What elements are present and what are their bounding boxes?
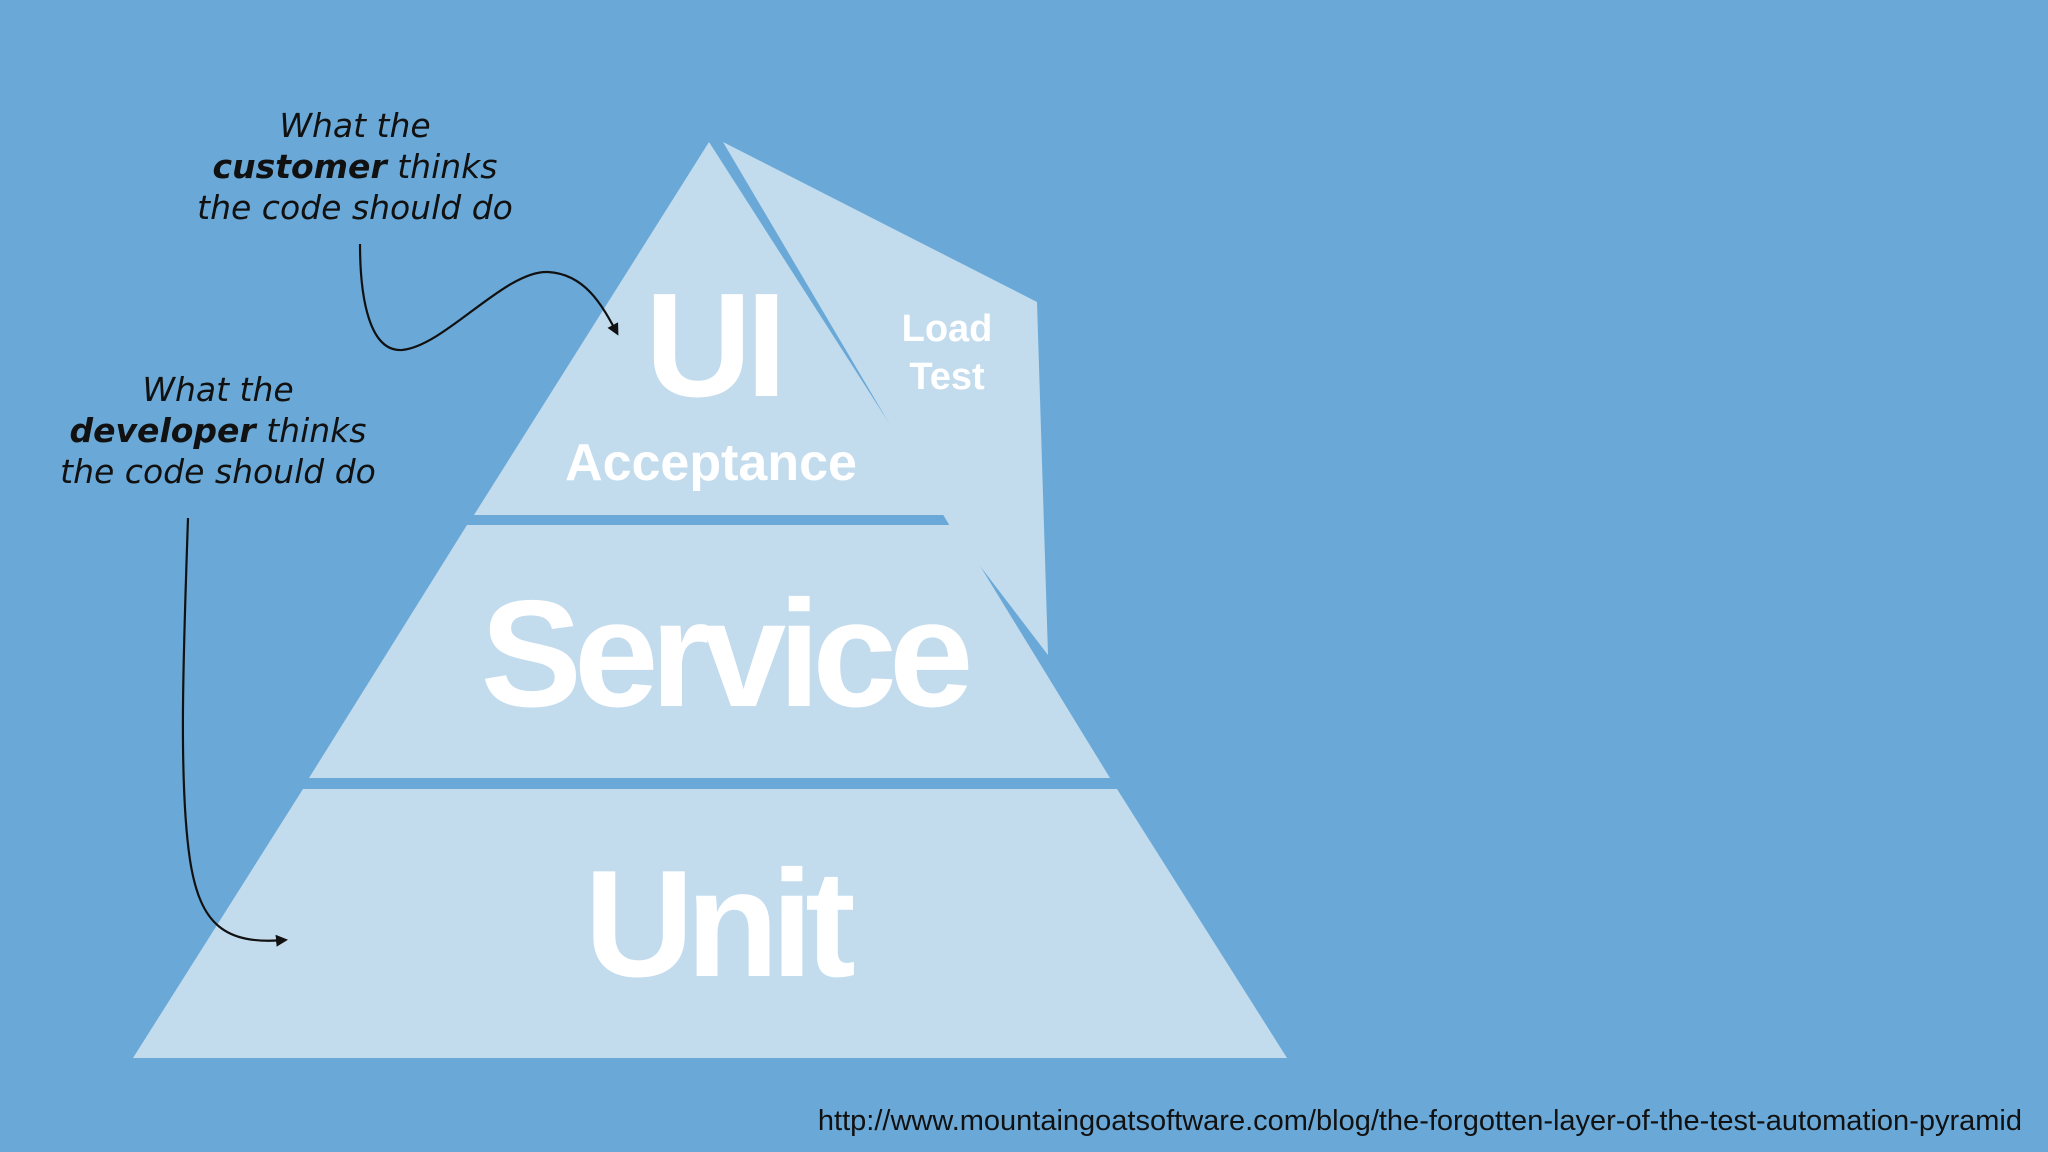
load-test-face [723, 142, 1048, 655]
customer-note-line2-rest: thinks [387, 147, 498, 186]
developer-annotation: What the developer thinks the code shoul… [60, 370, 376, 947]
service-label: Service [481, 569, 969, 739]
pyramid-layer-service [309, 525, 1110, 778]
developer-arrow [181, 517, 288, 947]
customer-annotation: What the customer thinks the code should… [197, 106, 619, 352]
customer-note-line2: customer thinks [213, 147, 498, 186]
developer-note-line2-rest: thinks [256, 411, 367, 450]
developer-note-line1: What the [142, 370, 293, 409]
pyramid-layer-unit [133, 789, 1287, 1058]
pyramid-layer-ui [474, 142, 948, 515]
developer-note-line2: developer thinks [70, 411, 367, 450]
acceptance-label: Acceptance [565, 434, 857, 492]
load-label: Load [902, 308, 993, 350]
developer-note-line3: the code should do [60, 452, 376, 491]
customer-note-keyword: customer [213, 147, 389, 186]
source-url[interactable]: http://www.mountaingoatsoftware.com/blog… [817, 1105, 2022, 1137]
test-label: Test [909, 356, 985, 398]
developer-note-keyword: developer [70, 411, 258, 450]
customer-note-line1: What the [279, 106, 430, 145]
customer-arrow [358, 243, 619, 352]
unit-label: Unit [584, 839, 854, 1009]
ui-label: UI [645, 263, 781, 428]
customer-note-line3: the code should do [197, 188, 513, 227]
